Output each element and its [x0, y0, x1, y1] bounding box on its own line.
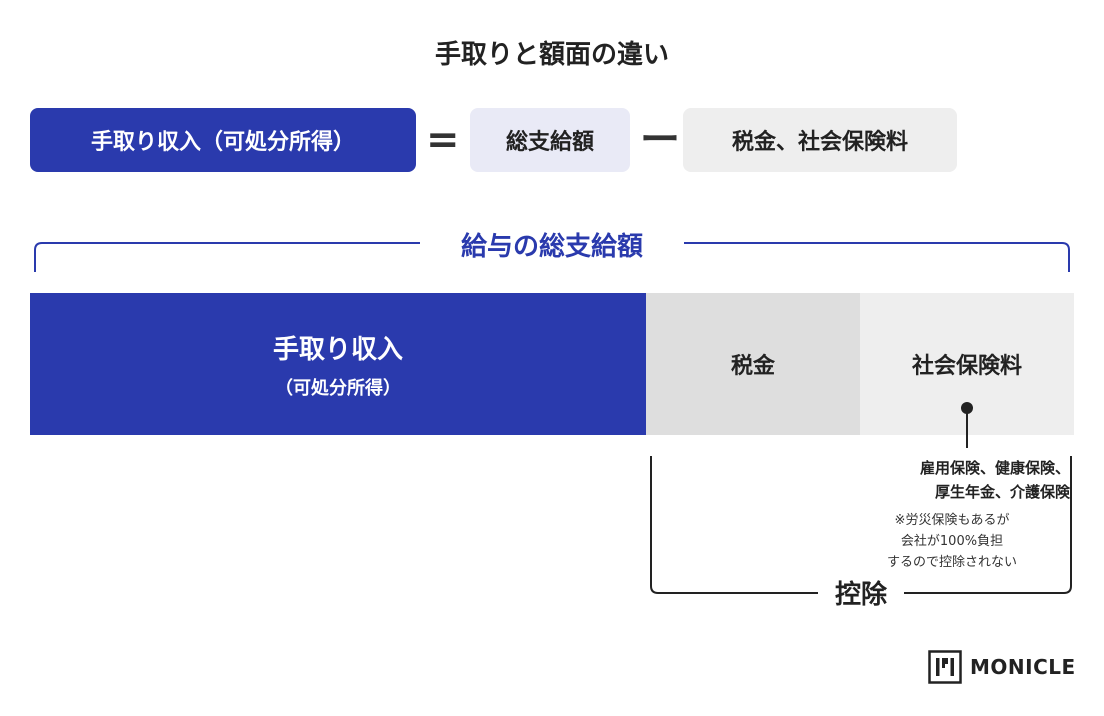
takehome-pill: 手取り収入（可処分所得）: [30, 108, 416, 172]
pointer-line: [966, 412, 968, 448]
insurance-types-line1: 雇用保険、健康保険、: [919, 459, 1070, 477]
takehome-bar: 手取り収入 （可処分所得）: [30, 293, 646, 435]
takehome-bar-label: 手取り収入: [272, 334, 403, 365]
insurance-types: 雇用保険、健康保険、 厚生年金、介護保険: [830, 456, 1070, 504]
equals-sign: =: [426, 117, 460, 163]
monicle-logo: MONICLE: [928, 650, 1076, 684]
deduction-label: 控除: [818, 574, 904, 611]
tax-bar: 税金: [646, 293, 860, 435]
deductions-pill: 税金、社会保険料: [683, 108, 957, 172]
pointer-dot: [961, 402, 973, 414]
monicle-logo-icon: [928, 650, 962, 684]
insurance-bar: 社会保険料: [860, 293, 1074, 435]
minus-sign: ー: [640, 117, 680, 163]
insurance-bar-label: 社会保険料: [911, 354, 1022, 379]
monicle-logo-text: MONICLE: [970, 655, 1076, 679]
insurance-note: ※労災保険もあるが 会社が100%負担 するので控除されない: [860, 510, 1044, 573]
note-line2: 会社が100%負担: [900, 534, 1004, 549]
page-title: 手取りと額面の違い: [434, 40, 669, 70]
note-line1: ※労災保険もあるが: [894, 513, 1010, 528]
tax-bar-label: 税金: [730, 354, 775, 379]
takehome-bar-sublabel: （可処分所得）: [275, 377, 401, 399]
gross-pill: 総支給額: [470, 108, 630, 172]
insurance-types-line2: 厚生年金、介護保険: [934, 483, 1070, 501]
note-line3: するので控除されない: [886, 555, 1017, 570]
gross-label: 給与の総支給額: [420, 226, 684, 263]
